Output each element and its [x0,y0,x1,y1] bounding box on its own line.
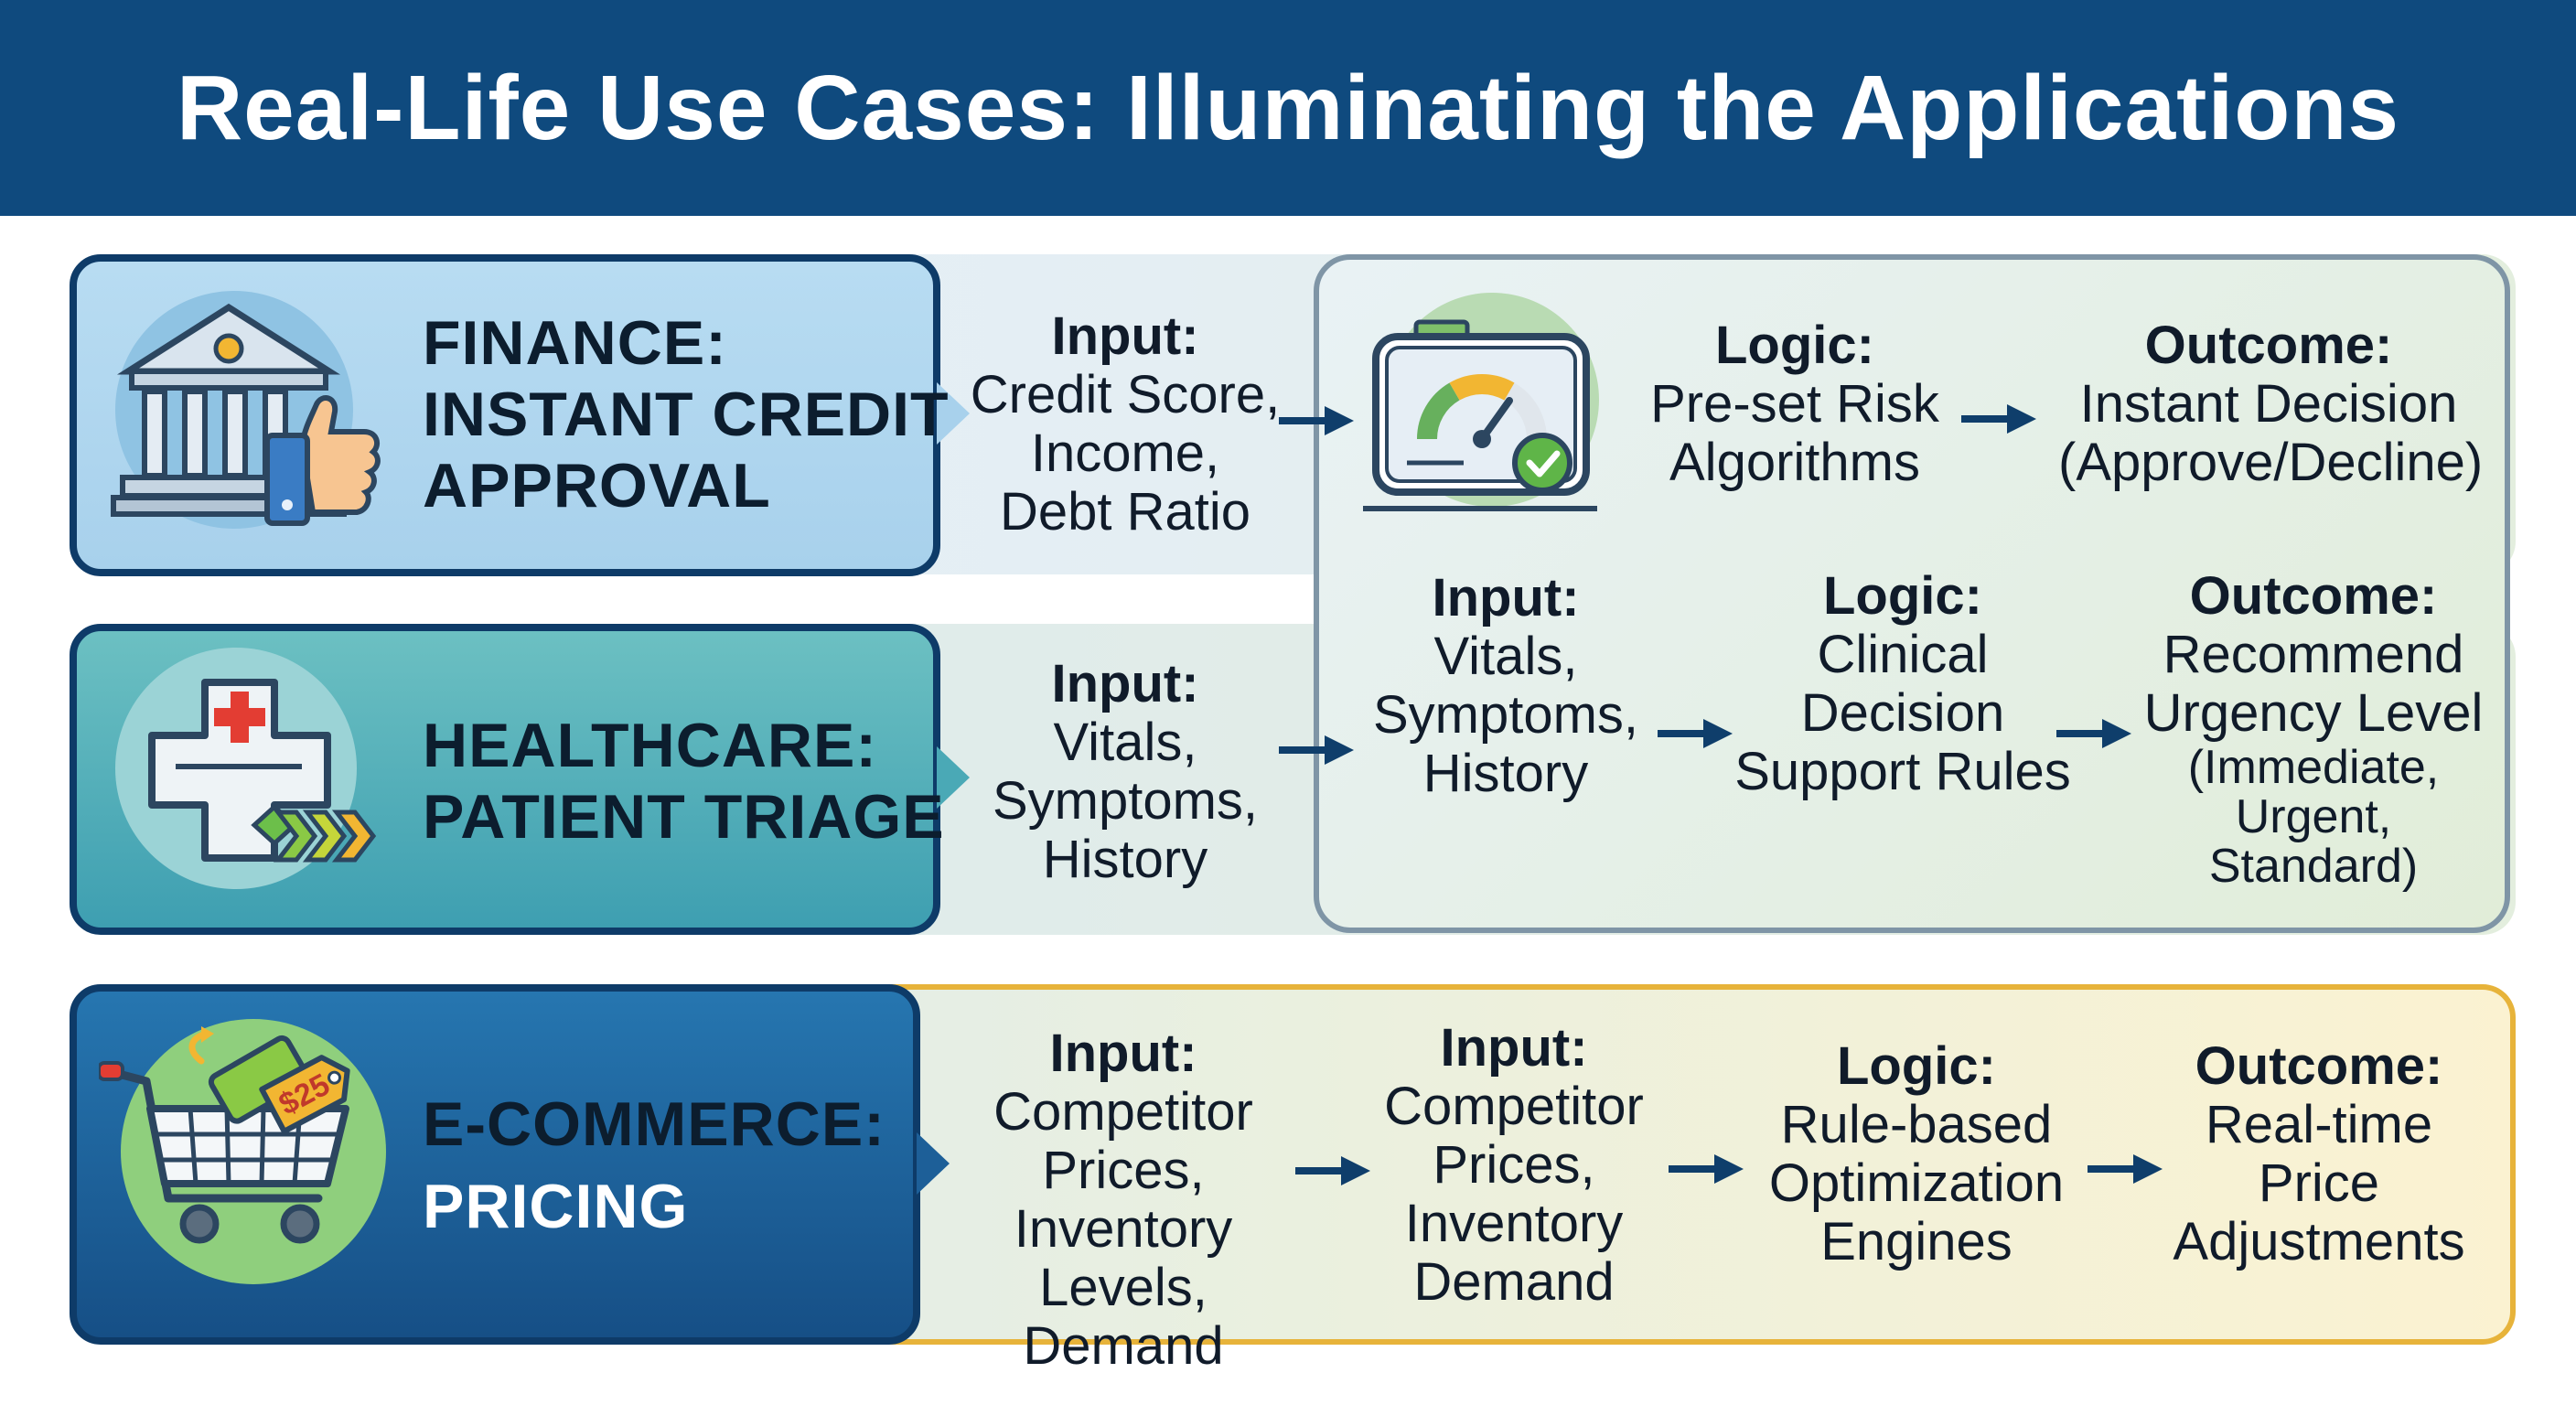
ecommerce-outcome-line-2: Price [2258,1153,2380,1213]
ecommerce-logic-line-2: Optimization [1768,1153,2065,1213]
finance-title-line-2: INSTANT CREDIT [423,380,950,449]
finance-outcome-block: Outcome: Instant Decision (Approve/Decli… [2058,316,2484,492]
finance-input-block: Input: Credit Score, Income, Debt Ratio [951,307,1299,542]
healthcare-input2-block: Input: Vitals, Symptoms, History [1359,569,1652,803]
finance-logic-line-1: Pre-set Risk [1650,374,1939,434]
ecommerce-logic-block: Logic: Rule-based Optimization Engines [1738,1037,2095,1271]
ecommerce-input-line-1: Competitor [993,1082,1253,1142]
ecommerce-input2-line-3: Inventory [1404,1194,1624,1253]
healthcare-outcome-line-5: Standard) [2208,840,2419,893]
healthcare-input-label: Input: [1051,654,1199,713]
finance-outcome-label: Outcome: [2144,316,2393,375]
bank-thumbs-up-icon [111,303,381,526]
healthcare-input-line-2: Symptoms, [992,771,1259,831]
healthcare-logic-line-1: Clinical [1817,625,1989,684]
healthcare-card-pointer [937,746,970,809]
healthcare-input-line-3: History [1042,830,1208,889]
finance-outcome-line-1: Instant Decision [2079,374,2458,434]
healthcare-logic-block: Logic: Clinical Decision Support Rules [1720,567,2086,801]
ecommerce-input2-line-1: Competitor [1384,1077,1644,1136]
finance-outcome-line-2: (Approve/Decline) [2058,433,2484,492]
ecommerce-sector-title-line-2: PRICING [423,1172,689,1241]
ecommerce-logic-line-3: Engines [1820,1212,2012,1271]
header-bar: Real-Life Use Cases: Illuminating the Ap… [0,0,2576,216]
healthcare-arrow-2-icon [1658,719,1733,748]
ecommerce-card-pointer [917,1132,950,1195]
healthcare-title-line-2: PATIENT TRIAGE [423,782,945,852]
healthcare-outcome-line-2: Urgency Level [2143,683,2484,743]
healthcare-outcome-line-3: (Immediate, [2187,741,2440,794]
finance-title-line-3: APPROVAL [423,451,771,520]
ecommerce-input-line-3: Inventory Levels, [1014,1199,1233,1317]
finance-input-line-3: Debt Ratio [999,482,1251,542]
healthcare-input2-label: Input: [1432,568,1580,627]
healthcare-outcome-block: Outcome: Recommend Urgency Level (Immedi… [2126,566,2501,893]
ecommerce-input-line-2: Prices, [1042,1141,1205,1200]
ecommerce-input2-block: Input: Competitor Prices, Inventory Dema… [1363,1019,1665,1312]
ecommerce-input-label: Input: [1049,1024,1197,1083]
ecommerce-input-line-4: Demand [1023,1316,1224,1376]
healthcare-outcome-line-1: Recommend [2163,625,2464,684]
healthcare-title-line-1: HEALTHCARE: [423,711,878,780]
ecommerce-sector-title-line-1: E-COMMERCE: [423,1089,886,1159]
finance-title-line-1: FINANCE: [423,308,727,378]
ecommerce-outcome-label: Outcome: [2195,1036,2443,1096]
finance-input-label: Input: [1051,306,1199,366]
ecommerce-arrow-3-icon [2088,1154,2163,1184]
healthcare-input2-line-2: Symptoms, [1372,685,1639,745]
ecommerce-logic-line-1: Rule-based [1780,1095,2053,1154]
medical-cross-icon [148,679,377,863]
page-title: Real-Life Use Cases: Illuminating the Ap… [176,56,2400,159]
healthcare-sector-title: HEALTHCARE: PATIENT TRIAGE [423,710,945,853]
finance-logic-line-2: Algorithms [1669,433,1920,492]
finance-card-pointer [937,382,970,445]
finance-input-line-2: Income, [1030,424,1220,483]
ecommerce-input-block: Input: Competitor Prices, Inventory Leve… [931,1024,1315,1376]
healthcare-logic-label: Logic: [1823,566,1982,626]
ecommerce-input2-line-4: Demand [1413,1252,1615,1312]
healthcare-input-line-1: Vitals, [1053,713,1197,772]
ecommerce-arrow-2-icon [1669,1154,1744,1184]
finance-logic-label: Logic: [1715,316,1874,375]
healthcare-input-block: Input: Vitals, Symptoms, History [961,655,1290,889]
ecommerce-input2-line-2: Prices, [1433,1135,1595,1195]
ecommerce-outcome-block: Outcome: Real-time Price Adjustments [2159,1037,2479,1271]
ecommerce-outcome-line-1: Real-time [2205,1095,2433,1154]
ecommerce-logic-label: Logic: [1837,1036,1996,1096]
healthcare-logic-line-2: Decision [1800,683,2005,743]
healthcare-input2-line-3: History [1422,744,1589,803]
finance-sector-title: FINANCE: INSTANT CREDIT APPROVAL [423,307,950,521]
ecommerce-arrow-1-icon [1295,1156,1370,1185]
healthcare-outcome-line-4: Urgent, [2235,790,2392,843]
healthcare-arrow-3-icon [2056,719,2131,748]
finance-arrow-2-icon [1961,404,2036,434]
finance-input-line-1: Credit Score, [970,365,1281,424]
finance-logic-block: Logic: Pre-set Risk Algorithms [1621,316,1969,492]
healthcare-arrow-1-icon [1279,735,1354,765]
shopping-cart-price-tag-icon: $25 [99,1026,350,1244]
ecommerce-outcome-line-3: Adjustments [2173,1212,2465,1271]
healthcare-logic-line-3: Support Rules [1734,742,2071,801]
finance-arrow-1-icon [1279,406,1354,435]
ecommerce-input2-label: Input: [1440,1018,1588,1078]
gauge-checkmark-icon [1363,319,1597,511]
healthcare-input2-line-1: Vitals, [1433,627,1578,686]
healthcare-outcome-label: Outcome: [2189,566,2438,626]
